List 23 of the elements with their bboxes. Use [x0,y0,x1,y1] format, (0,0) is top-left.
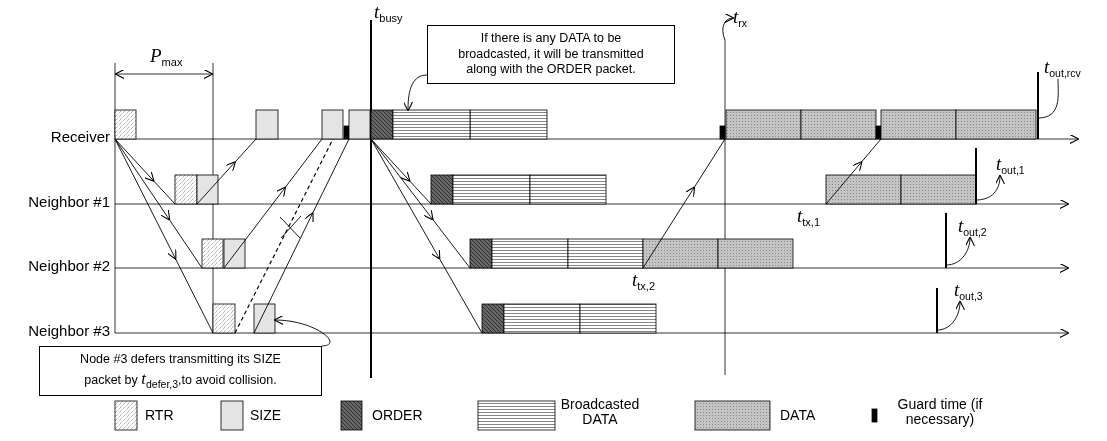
legend-label: DATA [780,408,816,424]
legend-label: RTR [145,408,174,424]
note-box: If there is any DATA to be broadcasted, it will be transmitted along with the ORDER packet. [427,25,675,84]
broadcast-data-packet [392,109,471,140]
note-box: Node #3 defers transmitting its SIZE packet by t$_{defer,3}$,to avoid collision. [39,346,322,397]
leader-line [1037,78,1059,119]
lane-label: Neighbor #2 [28,258,110,275]
time-label: t$_{tx,1}$ [797,206,820,228]
legend-label: Guard time (if necessary) [896,397,984,428]
time-label: t$_{tx,2}$ [632,270,655,292]
lane-label: Receiver [50,129,110,146]
time-label: t$_{busy}$ [374,2,403,24]
time-label: t$_{out,rcv}$ [1044,56,1081,79]
legend-label: SIZE [250,408,282,424]
time-label: t$_{out,3}$ [954,279,983,302]
lane-label: Neighbor #1 [28,194,110,211]
time-label: t$_{rx}$ [733,6,748,29]
time-label: t$_{out,2}$ [958,215,987,238]
legend-label: Broadcasted DATA [560,397,640,428]
legend-label: ORDER [372,408,423,424]
time-label: t$_{out,1}$ [996,153,1025,176]
dimension-label: P$_{max}$ [150,46,183,68]
size-packet [253,303,276,334]
